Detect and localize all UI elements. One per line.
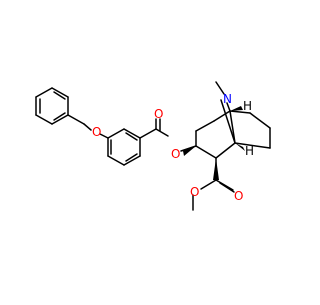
stereo-wedge bbox=[230, 106, 243, 111]
bond bbox=[195, 145, 217, 159]
atom-label-ester-oxygen-benzoate: O bbox=[171, 147, 180, 161]
structure-canvas: O O O N O O H H bbox=[35, 81, 271, 211]
bond bbox=[215, 179, 234, 191]
stereo-wedge bbox=[183, 146, 196, 156]
bond bbox=[51, 114, 69, 125]
bond bbox=[99, 133, 109, 139]
atom-label-stereo-h-lower: H bbox=[245, 144, 254, 158]
bond bbox=[234, 142, 271, 149]
bond bbox=[219, 182, 235, 193]
atom-label-amine-nitrogen: N bbox=[223, 92, 232, 106]
bond bbox=[125, 153, 138, 162]
atom-label-stereo-h-upper: H bbox=[243, 99, 252, 113]
bond-layer bbox=[35, 81, 271, 211]
bond bbox=[83, 123, 92, 131]
bond bbox=[180, 145, 197, 152]
bond bbox=[226, 102, 231, 112]
atom-label-ether-oxygen: O bbox=[92, 125, 101, 139]
bond bbox=[213, 110, 231, 122]
bond bbox=[123, 128, 141, 139]
bond bbox=[195, 120, 215, 132]
bond bbox=[215, 81, 225, 95]
bond bbox=[35, 87, 53, 98]
bond bbox=[229, 110, 251, 114]
bond bbox=[249, 112, 271, 129]
bond bbox=[53, 112, 66, 121]
molecule-drawing: O O O N O O H H bbox=[35, 81, 271, 211]
bond bbox=[200, 179, 217, 190]
atom-label-carbonyl-oxygen-methyl-ester: O bbox=[234, 189, 243, 203]
bond bbox=[229, 110, 236, 144]
bond bbox=[107, 128, 125, 139]
bond bbox=[155, 128, 169, 137]
bond bbox=[220, 99, 236, 144]
atom-label-carbonyl-oxygen-benzoate: O bbox=[154, 107, 163, 121]
bond bbox=[67, 114, 85, 125]
bond bbox=[53, 91, 66, 100]
bond bbox=[51, 87, 69, 98]
bond bbox=[215, 142, 236, 159]
stereo-wedge bbox=[235, 143, 245, 151]
atom-label-ester-oxygen-methyl: O bbox=[190, 185, 199, 199]
stereo-wedge bbox=[213, 158, 219, 180]
bond bbox=[123, 155, 141, 166]
bond bbox=[107, 155, 125, 166]
bond bbox=[35, 114, 53, 125]
bond bbox=[125, 132, 138, 141]
bond bbox=[139, 128, 157, 139]
